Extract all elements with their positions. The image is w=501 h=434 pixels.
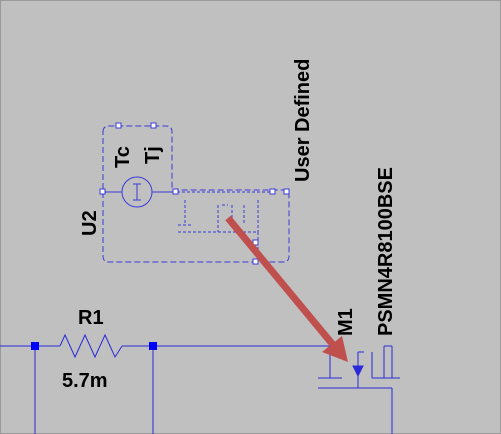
thermal-ref-label[interactable]: U2 [79, 210, 101, 236]
mosfet-m1-symbol[interactable] [318, 345, 400, 434]
thermal-value-label[interactable]: User Defined [292, 59, 314, 182]
resistor-r1-symbol[interactable] [59, 333, 123, 359]
mosfet-ref-label[interactable]: M1 [335, 308, 357, 336]
junction-dot-right[interactable] [149, 342, 157, 350]
junction-dot-left[interactable] [31, 342, 39, 350]
thermal-pin-tc-label[interactable]: Tc [112, 146, 134, 168]
wires[interactable] [0, 345, 330, 434]
thermal-pin-tj-label[interactable]: Tj [142, 146, 164, 164]
resistor-value-label[interactable]: 5.7m [62, 370, 108, 392]
resistor-ref-label[interactable]: R1 [78, 307, 104, 329]
thermal-block-handles[interactable] [99, 122, 290, 265]
mosfet-part-label[interactable]: PSMN4R8100BSE [375, 167, 397, 336]
annotation-arrow [225, 215, 348, 362]
